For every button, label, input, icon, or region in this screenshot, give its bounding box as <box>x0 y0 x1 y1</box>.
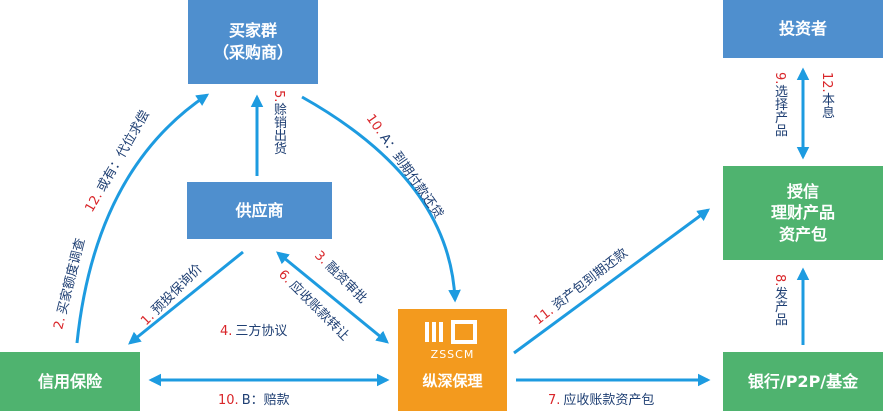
credit-insurance-node: 信用保险 <box>0 352 140 411</box>
supplier-label: 供应商 <box>235 200 284 220</box>
arrow-zongshen-supplier <box>276 251 389 344</box>
arrow-supplier-to-credit <box>128 250 244 345</box>
edge-7-text: 应收账款资产包 <box>563 392 654 408</box>
investor-node: 投资者 <box>723 0 883 58</box>
arrow-credit-to-buyers <box>75 93 210 344</box>
edge-1-label: 1.预投保询价 <box>138 261 206 329</box>
edge-8-num: 8. <box>772 274 787 287</box>
edge-8-label: 8.发产品 <box>771 274 787 325</box>
edge-11-text: 资产包到期还款 <box>550 246 631 314</box>
edge-9-text: 选择产品 <box>772 84 787 137</box>
edge-9-label: 9.选择产品 <box>771 72 787 136</box>
arrow-zongshen-to-product <box>513 208 711 355</box>
supplier-node: 供应商 <box>187 182 332 239</box>
edge-7-num: 7. <box>548 393 560 408</box>
zongshen-logo-text: ZSSCM <box>430 348 475 361</box>
edge-4-label: 4.三方协议 <box>220 323 287 339</box>
zongshen-factoring-node: ZSSCM 纵深保理 <box>398 309 507 411</box>
edge-7-label: 7.应收账款资产包 <box>548 392 654 408</box>
product-line1: 授信 <box>786 181 819 201</box>
edge-4-num: 4. <box>220 324 232 339</box>
credit-insurance-label: 信用保险 <box>37 371 102 391</box>
edge-5-label: 5.赊销出货 <box>270 90 286 154</box>
arrow-buyers-to-zongshen <box>301 95 461 303</box>
edge-8-text: 发产品 <box>772 286 787 326</box>
edge-12b-text: 本息 <box>819 92 834 119</box>
zongshen-label: 纵深保理 <box>422 371 483 390</box>
buyers-subtitle: （采购商） <box>212 43 293 62</box>
product-line2: 理财产品 <box>770 203 835 223</box>
edge-4-text: 三方协议 <box>235 323 287 339</box>
edge-5-num: 5. <box>271 90 286 103</box>
buyers-title: 买家群 <box>228 21 277 41</box>
edge-10a-label: 10.A：到期付款还贷 <box>363 112 446 222</box>
product-node: 授信 理财产品 资产包 <box>723 166 883 260</box>
edge-10a-num: 10. <box>363 112 387 138</box>
edge-12a-text: 或有：代位求偿 <box>94 108 152 194</box>
edge-2-num: 2. <box>51 315 69 331</box>
edge-11-label: 11.资产包到期还款 <box>531 246 631 328</box>
edge-5-text: 赊销出货 <box>271 102 286 155</box>
bank-label: 银行/P2P/基金 <box>747 371 859 391</box>
edge-12a-num: 12. <box>82 190 105 215</box>
edge-9-num: 9. <box>772 72 787 85</box>
edge-10b-num: 10. <box>218 393 239 408</box>
edge-12b-label: 12.本息 <box>818 72 834 119</box>
buyers-node: 买家群 （采购商） <box>188 0 318 84</box>
edge-10a-text: A：到期付款还贷 <box>376 131 446 221</box>
edge-2-label: 2.买家额度调查 <box>50 236 88 331</box>
zssc-logo-icon <box>424 320 477 344</box>
bank-node: 银行/P2P/基金 <box>723 352 883 411</box>
product-line3: 资产包 <box>778 224 827 244</box>
edge-10b-label: 10.B：赔款 <box>218 393 290 408</box>
edge-12b-num: 12. <box>819 72 834 93</box>
edge-10b-text: B：赔款 <box>242 393 290 408</box>
investor-label: 投资者 <box>778 19 827 39</box>
edge-3-text: 融资审批 <box>322 259 369 306</box>
edge-3-label: 3.融资审批 <box>311 248 369 306</box>
